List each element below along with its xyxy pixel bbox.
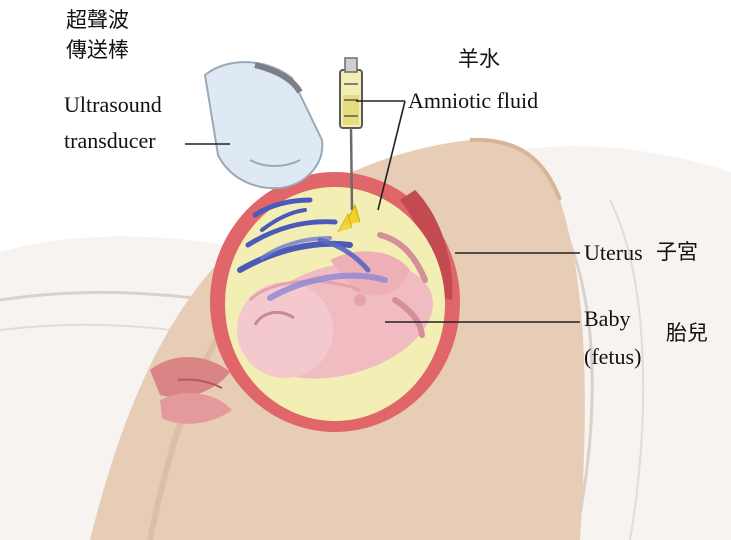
baby-label-en-line2: (fetus) — [584, 344, 641, 369]
amniotic-label-zh: 羊水 — [458, 47, 500, 71]
baby-label-en-line1: Baby — [584, 306, 630, 331]
uterus-label-zh: 子宮 — [656, 240, 698, 264]
uterus-label-en: Uterus — [584, 240, 643, 265]
transducer-label-zh-line2: 傳送棒 — [66, 38, 129, 62]
ultrasound-transducer-icon — [205, 62, 322, 188]
amniotic-label-en: Amniotic fluid — [408, 88, 538, 113]
transducer-label-en-line1: Ultrasound — [64, 92, 162, 117]
baby-label-zh: 胎兒 — [666, 321, 708, 345]
transducer-label-zh-line1: 超聲波 — [66, 8, 129, 32]
transducer-label-en-line2: transducer — [64, 128, 156, 153]
